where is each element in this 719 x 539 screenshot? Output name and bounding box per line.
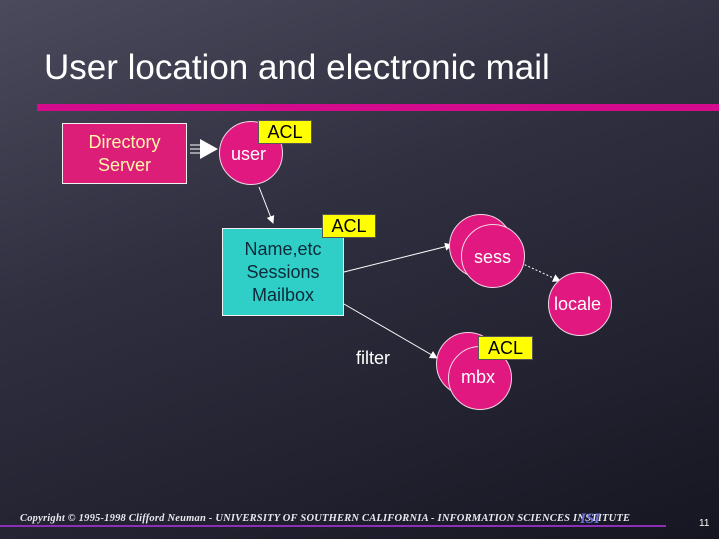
user-node: user	[219, 121, 283, 185]
sess-node: sess	[461, 224, 525, 288]
sess-to-locale-arrow	[520, 262, 561, 282]
footer-rule	[0, 525, 666, 527]
slide-title: User location and electronic mail	[44, 48, 550, 87]
user-node-label: user	[231, 144, 267, 164]
sess-node-label: sess	[474, 247, 512, 267]
locale-node-label: locale	[554, 294, 602, 314]
name-box-to-sess-arrow	[343, 242, 453, 273]
mbx-acl-tag: ACL	[478, 336, 533, 360]
directory-server-box: Directory Server	[62, 123, 187, 184]
isi-logo: ISI	[580, 511, 601, 527]
page-number: 11	[699, 518, 710, 529]
title-underline	[37, 104, 719, 111]
user-to-name-box-arrow	[258, 186, 275, 224]
directory-server-label: Directory Server	[88, 131, 161, 175]
user-record-label: Name,etc Sessions Mailbox	[244, 238, 322, 305]
directory-to-user-connector	[190, 139, 218, 159]
locale-node: locale	[548, 272, 612, 336]
copyright-footer: Copyright © 1995-1998 Clifford Neuman - …	[20, 513, 631, 524]
user-record-box: Name,etc Sessions Mailbox	[222, 228, 344, 316]
user-record-acl-tag: ACL	[322, 214, 376, 238]
user-acl-tag: ACL	[258, 120, 312, 144]
name-box-to-mbx-arrow	[343, 303, 438, 359]
filter-label: filter	[356, 348, 391, 368]
mbx-node-label: mbx	[461, 367, 496, 387]
